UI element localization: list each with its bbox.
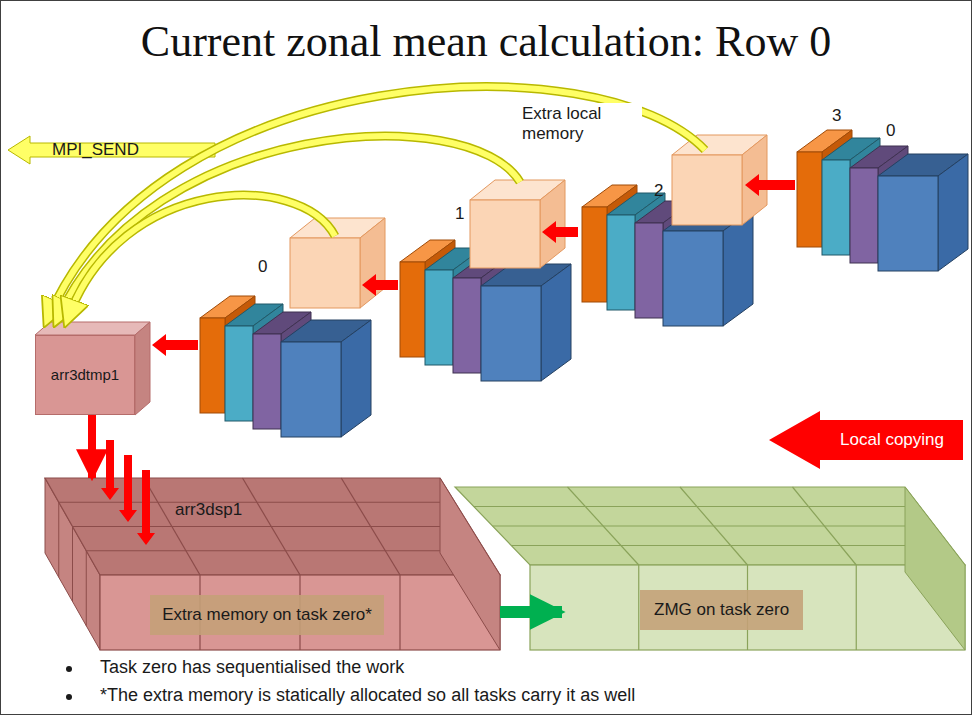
cube-front — [672, 155, 742, 225]
grid-front — [530, 565, 965, 650]
send-arrow-outline — [58, 136, 520, 318]
grid-line — [72, 527, 73, 602]
cube-front — [822, 160, 850, 255]
copy-arrow — [119, 455, 137, 522]
copy-arrow — [88, 415, 96, 478]
grid-line — [680, 487, 748, 565]
grid-line — [58, 502, 59, 577]
bullet-text: *The extra memory is statically allocate… — [100, 685, 635, 706]
cube-side — [360, 218, 385, 308]
cube-front — [281, 342, 341, 437]
grid-line — [86, 550, 485, 551]
memory-grid-area: arr3dsp1Extra memory on task zero* — [0, 478, 500, 650]
arrow-label: Local copying — [840, 430, 944, 450]
task-number: 2 — [654, 181, 663, 201]
node-label: Extra memory on task zero* — [162, 605, 372, 625]
cube-side — [341, 320, 371, 437]
bullet-text: Task zero has sequentialised the work — [100, 657, 404, 678]
cube-front — [663, 231, 723, 326]
grid-line — [511, 545, 950, 546]
cube-front — [453, 278, 481, 373]
bullet-dot — [66, 694, 72, 700]
grid-front — [100, 575, 500, 650]
task-number: 0 — [258, 257, 267, 277]
cube-front — [470, 200, 540, 268]
send-arrow — [58, 136, 520, 318]
copy-arrow — [362, 274, 398, 296]
transfer-arrow — [500, 606, 562, 618]
mpi-send-arrow — [8, 136, 215, 164]
copy-arrow — [137, 470, 155, 545]
send-arrow-outline — [48, 87, 705, 318]
cube-front — [400, 262, 425, 357]
task-column — [481, 264, 571, 381]
grid-line — [341, 478, 400, 575]
block-arrow-body — [769, 411, 963, 469]
grid-line — [399, 575, 400, 650]
cube-front — [425, 270, 453, 365]
memory-grid — [45, 478, 500, 650]
send-arrow — [68, 195, 335, 318]
grid-top — [455, 487, 965, 565]
extra-memory-cube — [470, 180, 565, 268]
task-number: 1 — [455, 204, 464, 224]
memory-note: Extra local memory — [520, 103, 642, 144]
send-arrow — [48, 87, 705, 318]
cube-side — [938, 154, 968, 271]
cube-front — [200, 318, 225, 413]
task-column — [878, 154, 968, 271]
cube-top — [35, 322, 150, 335]
grid-line — [856, 565, 857, 650]
grid-side — [905, 487, 965, 650]
cube-front — [481, 286, 541, 381]
task-column — [281, 320, 371, 437]
cube-front — [225, 326, 253, 421]
row-number: 0 — [886, 121, 895, 141]
send-arrow-outline — [68, 195, 335, 318]
cube-front — [290, 238, 360, 308]
copy-arrow — [745, 174, 795, 196]
node-label: arr3dsp1 — [175, 500, 242, 520]
task-number: 3 — [832, 106, 841, 126]
local-copying-arrow: Local copying — [768, 410, 964, 470]
cube-side — [541, 264, 571, 381]
cube-front — [850, 168, 878, 263]
cube-front — [878, 176, 938, 271]
grid-line — [793, 487, 857, 565]
bullet-dot — [66, 666, 72, 672]
grid-line — [86, 551, 87, 626]
buffer-cube: arr3dtmp1 — [35, 335, 135, 415]
node-label: arr3dtmp1 — [51, 366, 119, 383]
cube-front — [582, 207, 607, 302]
cube-front — [607, 215, 635, 310]
task-column — [663, 209, 753, 326]
grid-side — [440, 478, 500, 650]
zmg-grid — [455, 487, 965, 650]
mpi-send-label: MPI_SEND — [52, 140, 139, 160]
node-label: ZMG on task zero — [640, 590, 803, 630]
slide-title: Current zonal mean calculation: Row 0 — [0, 16, 972, 67]
cube-front — [635, 223, 663, 318]
copy-arrow — [101, 440, 119, 500]
cube-side — [135, 322, 150, 415]
cube-side — [723, 209, 753, 326]
memory-label-box: Extra memory on task zero* — [150, 595, 384, 635]
zmg-grid-area: ZMG on task zero — [562, 487, 967, 650]
copy-arrow — [152, 334, 198, 356]
cube-front — [797, 152, 822, 247]
copy-arrow — [542, 221, 578, 243]
cube-front — [253, 334, 281, 429]
grid-line — [243, 478, 301, 575]
